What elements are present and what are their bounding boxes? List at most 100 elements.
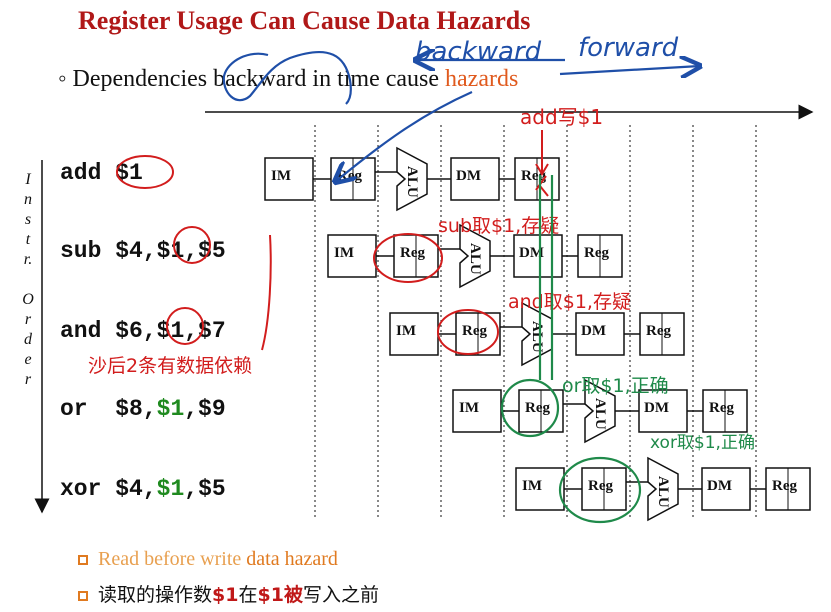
reg-read-label: Reg xyxy=(588,478,613,494)
order-letter: O xyxy=(22,291,34,308)
operand-green: $1 xyxy=(156,476,185,502)
slide-title: Register Usage Can Cause Data Hazards xyxy=(78,6,531,35)
alu-label: ALU xyxy=(404,166,420,198)
instruction-and: and $6,$1,$7 xyxy=(60,318,226,344)
bullet-marker: ◦ xyxy=(58,66,67,92)
alu-label: ALU xyxy=(529,321,545,353)
annotation-forward: forward xyxy=(578,33,679,63)
dependency-bracket xyxy=(261,234,272,351)
im-block xyxy=(389,312,439,356)
reg-read-label: Reg xyxy=(400,245,425,261)
annotation-and: and取$1,存疑 xyxy=(508,291,631,313)
order-letter: n xyxy=(24,191,32,208)
mnemonic: or xyxy=(60,396,88,422)
order-letter: r. xyxy=(23,251,33,268)
circle-sub-src xyxy=(173,226,211,264)
annotation-sub: sub取$1,存疑 xyxy=(438,215,559,237)
annotation-or: or取$1,正确 xyxy=(562,375,669,397)
dm-label: DM xyxy=(456,168,481,184)
order-letter: I xyxy=(25,171,31,188)
dm-label: DM xyxy=(519,245,544,261)
dm-label: DM xyxy=(707,478,732,494)
dm-label: DM xyxy=(581,323,606,339)
alu-label: ALU xyxy=(592,398,608,430)
pipeline-row-1: IM Reg ALU DM Reg xyxy=(327,223,623,289)
im-label: IM xyxy=(522,478,542,494)
reg-write-label: Reg xyxy=(709,400,734,416)
order-letter: r xyxy=(24,311,32,328)
reg-write-label: Reg xyxy=(646,323,671,339)
operands: $6,$1,$7 xyxy=(115,318,226,344)
alu-label: ALU xyxy=(467,243,483,275)
blue-annotations xyxy=(222,50,700,182)
operands: $4,$1,$5 xyxy=(115,238,226,264)
reg-read-label: Reg xyxy=(462,323,487,339)
circle-and-reg xyxy=(437,309,499,355)
reg-write-label: Reg xyxy=(584,245,609,261)
annotation-left: 沙后2条有数据依赖 xyxy=(88,355,252,377)
circle-add-dest xyxy=(116,155,174,189)
footer-text: 被 xyxy=(283,584,303,606)
reg-write-label: Reg xyxy=(772,478,797,494)
footer-text: 在 xyxy=(238,584,258,606)
circle-or-reg xyxy=(500,378,560,438)
footer-reg: $1 xyxy=(257,584,284,606)
im-label: IM xyxy=(334,245,354,261)
pipeline-row-2: IM Reg ALU DM Reg xyxy=(389,301,685,367)
alu-label: ALU xyxy=(655,476,671,508)
dm-block xyxy=(450,157,500,201)
instruction-or: or $8,$1,$9 xyxy=(60,396,226,422)
backward-loop-arrow xyxy=(222,50,352,105)
square-bullet-icon xyxy=(78,555,88,566)
bullet-hazards: hazards xyxy=(445,66,519,92)
dm-block xyxy=(513,234,563,278)
operands: $4, xyxy=(115,476,157,502)
order-letter: d xyxy=(24,331,32,348)
mnemonic: and xyxy=(60,318,102,344)
mnemonic: sub xyxy=(60,238,102,264)
footer-bullet-1: Read before write data hazard xyxy=(78,548,338,571)
dm-block xyxy=(575,312,625,356)
circle-and-src xyxy=(166,307,204,345)
alu-block xyxy=(647,456,679,522)
operands: $8, xyxy=(115,396,157,422)
cycle-dividers xyxy=(314,125,757,520)
annotation-backward: backward xyxy=(415,37,542,67)
footer-text: 写入之前 xyxy=(302,584,379,606)
square-bullet-icon xyxy=(78,590,88,601)
order-letter: t xyxy=(25,231,31,248)
alu-block xyxy=(396,146,428,212)
pipeline-row-4: IM Reg ALU DM Reg xyxy=(515,456,811,522)
dm-label: DM xyxy=(644,400,669,416)
footer-text: 读取的操作数 xyxy=(98,584,213,606)
circle-xor-reg xyxy=(558,456,642,524)
annotation-add: add写$1 xyxy=(520,105,603,129)
alu-block xyxy=(459,223,491,289)
red-annotations xyxy=(116,130,549,355)
im-block xyxy=(264,157,314,201)
mnemonic: xor xyxy=(60,476,102,502)
annotation-xor: xor取$1,正确 xyxy=(650,433,755,453)
im-label: IM xyxy=(459,400,479,416)
im-label: IM xyxy=(271,168,291,184)
footer-bullet-2: 读取的操作数$1在$1被写入之前 xyxy=(78,580,379,607)
order-letter: e xyxy=(24,351,32,368)
instruction-add: add $1 xyxy=(60,160,143,186)
dm-block xyxy=(638,389,688,433)
alu-block xyxy=(584,378,616,444)
green-annotations xyxy=(500,175,642,524)
im-label: IM xyxy=(396,323,416,339)
circle-sub-reg xyxy=(373,233,443,283)
mnemonic: add xyxy=(60,160,102,186)
footer-reg: $1 xyxy=(212,584,239,606)
footer-hazard: data hazard xyxy=(241,548,338,570)
order-letter: s xyxy=(24,211,32,228)
pipeline-row-3: IM Reg ALU DM Reg xyxy=(452,378,748,444)
instruction-sub: sub $4,$1,$5 xyxy=(60,238,226,264)
reg-read-label: Reg xyxy=(525,400,550,416)
im-block xyxy=(327,234,377,278)
operands-tail: ,$9 xyxy=(184,396,226,422)
